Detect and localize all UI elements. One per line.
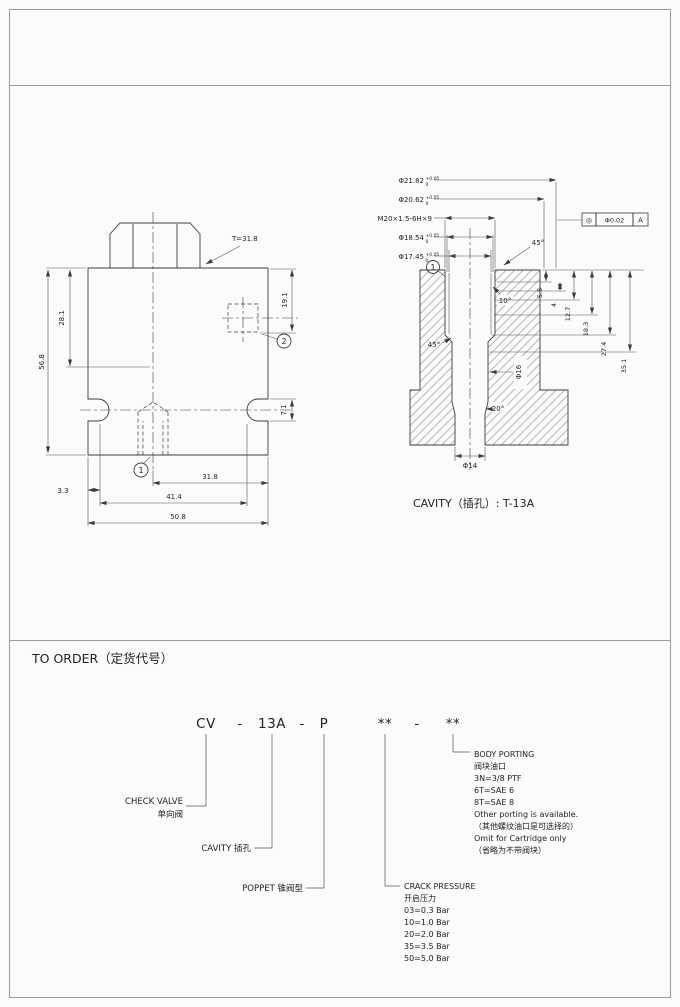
hidden-lines [137, 303, 259, 455]
porting-line-1: 阀块油口 [474, 761, 506, 771]
code-part-cv: CV [196, 716, 216, 732]
dim-label-31-8: 31.8 [202, 473, 218, 481]
balloon-2-circle [276, 333, 292, 349]
section-hatch-left [409, 269, 456, 446]
cavity-dim-lines [434, 177, 644, 461]
crack-line-4: 20=2.0 Bar [404, 930, 451, 939]
callout-dia-17-45: Φ17.45 [398, 253, 424, 261]
hex-size-label: T=31.8 [231, 235, 258, 243]
balloon-leaders [143, 333, 278, 464]
porting-line-5: Other porting is available. [474, 810, 578, 819]
valve-body-view [45, 212, 298, 526]
code-dash-1: - [237, 716, 242, 732]
extension-lines [46, 267, 296, 526]
datum-ref-cell [632, 212, 649, 227]
callout-dia-20-62-tol-dn: 0 [426, 201, 429, 207]
callout-dia-20-62: Φ20.62 [398, 196, 424, 204]
porting-line-3: 6T=SAE 6 [474, 786, 514, 795]
angle-step-label: 45° [428, 341, 440, 349]
porting-line-4: 8T=SAE 8 [474, 798, 514, 807]
crack-line-2: 03=0.3 Bar [404, 906, 451, 915]
crack-line-3: 10=1.0 Bar [404, 918, 451, 927]
callout-dia-18-54-tol-dn: 0 [426, 239, 429, 245]
labels: T=31.8 56.8 28.1 19.1 7.1 3.3 31.8 41.4 … [31, 176, 643, 963]
angle-thread-leader [492, 286, 501, 295]
depth-label-5-5: 5.5 [536, 288, 544, 298]
callout-thread-m20: M20×1.5-6H×9 [377, 215, 432, 223]
callout-dia-17-45-tol-up: +0.05 [426, 252, 440, 258]
center-hole-hidden [137, 401, 169, 455]
code-part-13a: 13A [258, 716, 286, 732]
centerlines [80, 212, 298, 470]
code-dash-2: - [299, 716, 304, 732]
order-leader-lines [186, 734, 470, 889]
order-heading: TO ORDER（定货代号） [31, 651, 173, 666]
angle-step-leader [442, 337, 452, 344]
dim-label-50-8: 50.8 [170, 513, 186, 521]
dim-label-41-4: 41.4 [166, 493, 182, 501]
depth-label-12-7: 12.7 [564, 307, 572, 321]
dim-label-19-1: 19.1 [281, 292, 289, 308]
porting-line-0: BODY PORTING [474, 750, 534, 759]
hex-nut [109, 222, 201, 268]
dim-label-56-8: 56.8 [38, 354, 46, 370]
dim-label-7-1: 7.1 [280, 404, 288, 415]
angle-cone-label: 20° [492, 405, 504, 413]
depth-label-35-1: 35.1 [620, 359, 628, 373]
check-valve-label-en: CHECK VALVE [125, 797, 183, 807]
dim-label-3-3: 3.3 [57, 487, 68, 495]
callout-dia-18-54: Φ18.54 [398, 234, 424, 242]
porting-line-2: 3N=3/8 PTF [474, 774, 522, 783]
dia-16-label: Φ16 [515, 364, 523, 379]
datum-symbol: ◎ [586, 217, 592, 225]
code-dash-3: - [414, 716, 419, 732]
code-stars-1: ** [378, 716, 393, 732]
page-frame [9, 9, 671, 998]
callout-dia-21-82-tol-up: +0.05 [426, 176, 440, 182]
cavity-balloon-circle [426, 260, 440, 274]
crack-line-5: 35=3.5 Bar [404, 942, 451, 951]
hex-size-leader [205, 245, 241, 265]
crack-line-6: 50=5.0 Bar [404, 954, 451, 963]
cavity-balloon-label: 1 [430, 263, 435, 272]
callout-dia-17-45-tol-dn: 0 [426, 258, 429, 264]
porting-line-6: （其他螺纹油口是可选择的） [474, 821, 578, 831]
valve-body-outline [87, 267, 269, 456]
cavity-code-label: CAVITY 插孔 [201, 843, 251, 854]
angle-thread-label: 10° [499, 297, 511, 305]
thread-minor-lines [448, 273, 492, 334]
code-stars-2: ** [446, 716, 461, 732]
callout-dia-20-62-tol-up: +0.05 [426, 195, 440, 201]
crack-line-1: 开启压力 [404, 893, 436, 903]
cavity-balloon-leader [437, 270, 447, 278]
balloon-1-label: 1 [138, 466, 143, 475]
cavity-title: CAVITY（插孔）: T-13A [413, 496, 535, 510]
page-border [9, 9, 671, 998]
angle-top-label: 45° [532, 239, 544, 247]
callout-dia-21-82: Φ21.82 [398, 177, 424, 185]
depth-label-27-4: 27.4 [600, 342, 608, 356]
balloon-1-circle [133, 462, 149, 478]
datum-ref: A [638, 217, 643, 225]
depth-label-4: 4 [550, 303, 558, 307]
poppet-label: POPPET 锥阀型 [242, 883, 303, 894]
check-valve-label-zh: 单向阀 [157, 809, 183, 820]
datum-frame [581, 212, 649, 227]
dia-14-label: Φ14 [463, 462, 478, 470]
callout-dia-18-54-tol-up: +0.05 [426, 233, 440, 239]
cavity-section-view [409, 177, 649, 470]
dimension-lines [45, 245, 296, 526]
porting-line-7: Omit for Cartridge only [474, 834, 567, 843]
code-part-p: P [320, 716, 329, 732]
crack-line-0: CRACK PRESSURE [404, 882, 476, 891]
dim-label-28-1: 28.1 [58, 310, 66, 326]
balloon-2-label: 2 [281, 337, 286, 346]
depth-label-18-3: 18.3 [582, 322, 590, 336]
callout-dia-21-82-tol-dn: 0 [426, 182, 429, 188]
angle-top-leader [503, 246, 531, 266]
porting-line-8: （省略为不带阀块） [474, 845, 546, 855]
datum-value: Φ0.02 [605, 217, 625, 225]
